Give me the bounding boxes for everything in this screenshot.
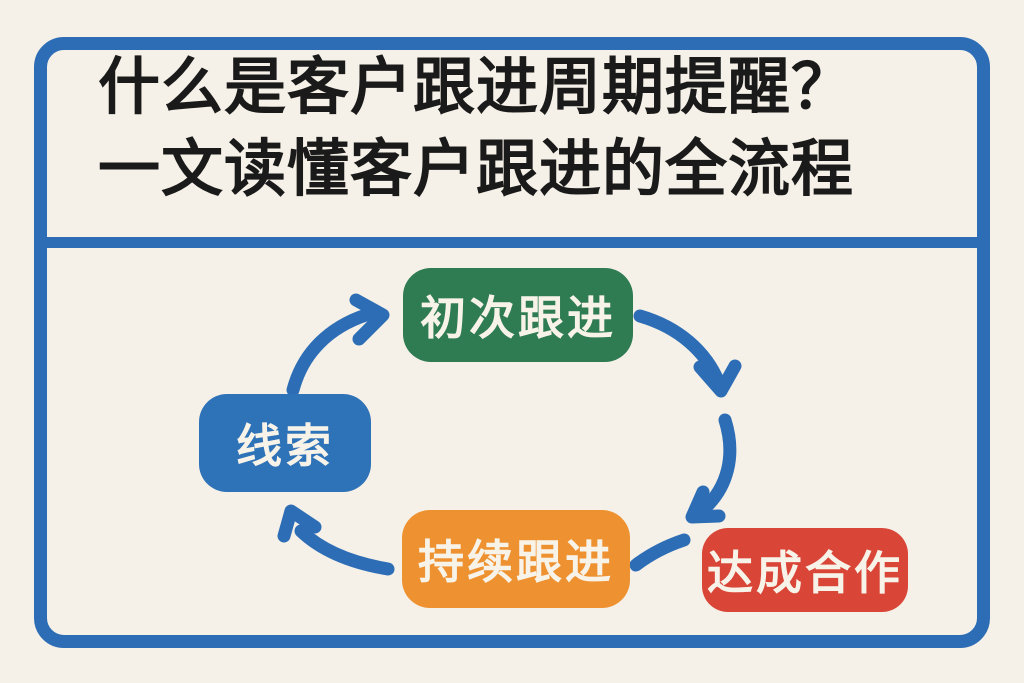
node-continuous-follow-up-label: 持续跟进	[418, 536, 614, 588]
header-divider	[45, 237, 979, 248]
poster-frame	[34, 37, 990, 648]
node-first-follow-up-label: 初次跟进	[420, 292, 616, 344]
node-first-follow-up: 初次跟进	[403, 268, 633, 362]
node-lead: 线索	[199, 394, 371, 492]
title-line-2: 一文读懂客户跟进的全流程	[98, 135, 855, 204]
node-deal-reached-label: 达成合作	[707, 547, 903, 599]
title-line-1: 什么是客户跟进周期提醒？	[98, 53, 855, 122]
page-title: 什么是客户跟进周期提醒？ 一文读懂客户跟进的全流程	[98, 47, 978, 211]
node-deal-reached: 达成合作	[702, 528, 908, 612]
node-lead-label: 线索	[236, 420, 334, 472]
node-continuous-follow-up: 持续跟进	[402, 510, 630, 608]
